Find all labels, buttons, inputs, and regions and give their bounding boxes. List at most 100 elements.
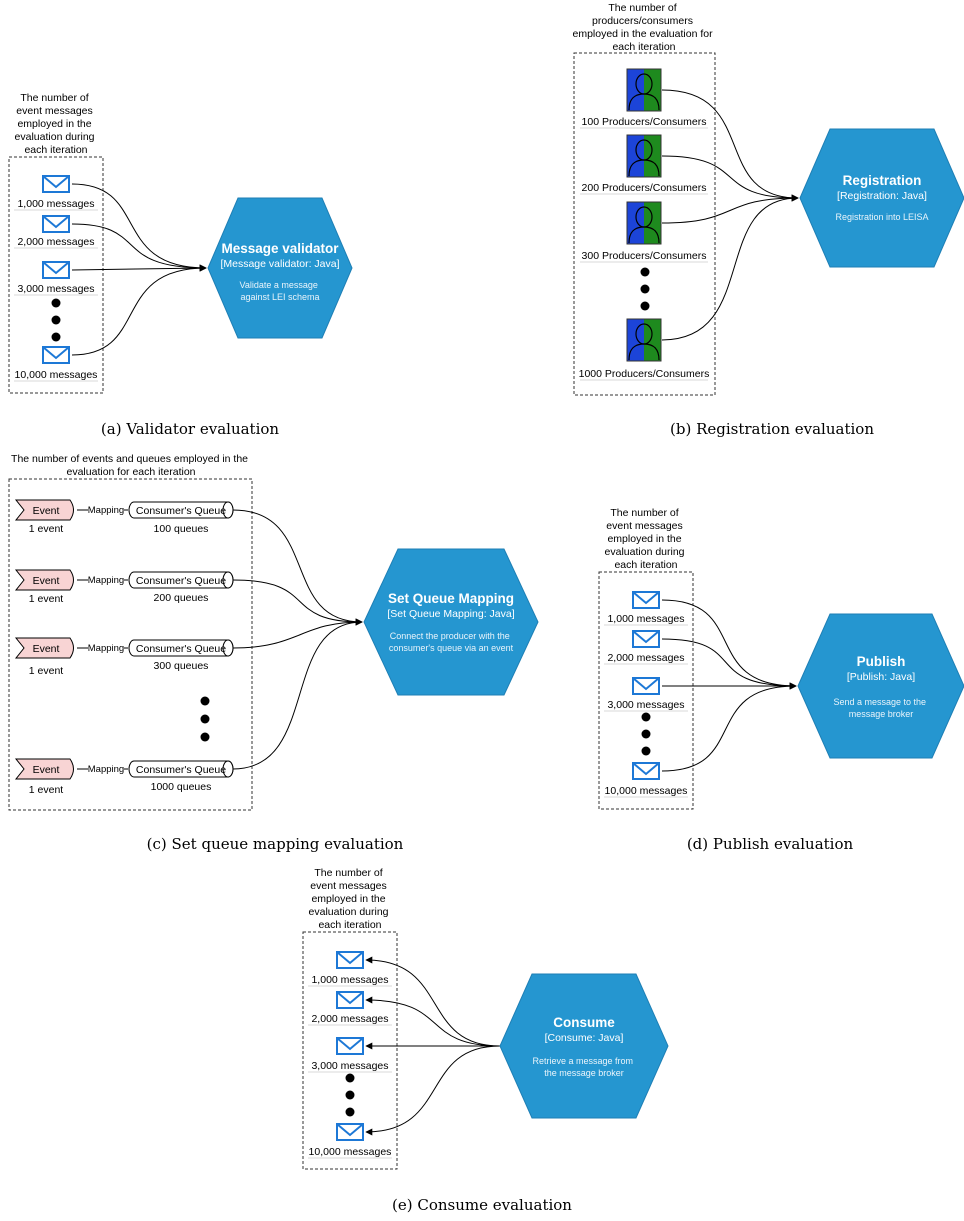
panel-d-annotation: The number of event messages employed in…: [605, 507, 688, 571]
queue-label: Consumer's Queue: [136, 505, 226, 517]
mapping-label: Mapping: [88, 505, 124, 516]
panel-d-item-2: 2,000 messages: [607, 652, 684, 664]
envelope-icon: [632, 677, 660, 695]
envelope-icon: [336, 991, 364, 1009]
ellipsis-dot: [640, 284, 650, 294]
queue-count: 1000 queues: [151, 781, 212, 793]
queue-count: 100 queues: [154, 523, 209, 535]
publish-component: [797, 613, 964, 759]
flow-arrow: [661, 155, 799, 202]
panel-e: The number of event messages employed in…: [302, 867, 669, 1214]
component-description: Validate a message against LEI schema: [240, 280, 321, 302]
consume-component: [499, 973, 669, 1119]
envelope-icon: [42, 261, 70, 279]
event-shape: [14, 569, 74, 591]
panel-a-item-3: 3,000 messages: [17, 283, 94, 295]
ellipsis-dot: [641, 746, 651, 756]
envelope-icon: [336, 1037, 364, 1055]
event-shape: [14, 637, 74, 659]
panel-c-caption: (c) Set queue mapping evaluation: [147, 835, 404, 853]
component-subtitle: [Message validator: Java]: [220, 258, 339, 270]
panel-b-item-3: 300 Producers/Consumers: [582, 250, 707, 262]
component-description: Connect the producer with the consumer's…: [389, 631, 514, 653]
flow-arrow: [232, 509, 363, 626]
ellipsis-dot: [200, 714, 210, 724]
mapping-label: Mapping: [88, 764, 124, 775]
envelope-icon: [632, 630, 660, 648]
component-subtitle: [Publish: Java]: [847, 671, 915, 683]
flow-arrow: [661, 599, 797, 690]
component-description: Registration into LEISA: [835, 212, 928, 222]
panel-d-group-box: [598, 571, 694, 810]
envelope-icon: [42, 346, 70, 364]
event-label: Event: [33, 643, 60, 655]
user-icon: [626, 201, 662, 245]
panel-b-item-1: 100 Producers/Consumers: [582, 116, 707, 128]
component-description: Send a message to the message broker: [833, 697, 928, 719]
flow-arrow: [232, 579, 363, 626]
panel-d: The number of event messages employed in…: [598, 507, 964, 853]
flow-arrow: [661, 638, 797, 690]
panel-a-item-1: 1,000 messages: [17, 198, 94, 210]
flow-arrow: [365, 1045, 501, 1136]
panel-b-item-2: 200 Producers/Consumers: [582, 182, 707, 194]
flow-arrow: [661, 194, 799, 224]
panel-b-group-box: [573, 52, 716, 396]
mapping-label: Mapping: [88, 643, 124, 654]
panel-b-item-4: 1000 Producers/Consumers: [579, 368, 710, 380]
ellipsis-dot: [200, 696, 210, 706]
panel-c: The number of events and queues employed…: [8, 453, 539, 853]
mapping-row: Event Mapping Consumer's Queue 1 event 1…: [14, 499, 234, 535]
envelope-icon: [632, 591, 660, 609]
panel-c-annotation: The number of events and queues employed…: [11, 453, 251, 478]
flow-arrow: [232, 618, 363, 649]
panel-a-item-2: 2,000 messages: [17, 236, 94, 248]
ellipsis-dot: [640, 301, 650, 311]
mapping-label: Mapping: [88, 575, 124, 586]
panel-e-item-3: 3,000 messages: [311, 1060, 388, 1072]
user-icon: [626, 68, 662, 112]
flow-arrow: [365, 996, 501, 1047]
user-icon: [626, 318, 662, 362]
queue-count: 200 queues: [154, 592, 209, 604]
event-label: Event: [33, 764, 60, 776]
envelope-icon: [42, 175, 70, 193]
ellipsis-dot: [200, 732, 210, 742]
event-shape: [14, 758, 74, 780]
mapping-row: Event Mapping Consumer's Queue 1 event 3…: [14, 637, 234, 677]
event-count: 1 event: [29, 593, 64, 605]
panel-e-item-1: 1,000 messages: [311, 974, 388, 986]
component-title: Publish: [857, 654, 906, 669]
panel-b: The number of producers/consumers employ…: [572, 2, 964, 438]
panel-e-annotation: The number of event messages employed in…: [309, 867, 392, 931]
envelope-icon: [632, 762, 660, 780]
flow-arrow: [71, 264, 207, 356]
mapping-row: Event Mapping Consumer's Queue 1 event 2…: [14, 569, 234, 605]
queue-count: 300 queues: [154, 660, 209, 672]
panel-a-annotation: The number of event messages employed in…: [15, 92, 98, 156]
envelope-icon: [336, 951, 364, 969]
panel-d-caption: (d) Publish evaluation: [687, 835, 854, 853]
registration-component: [799, 128, 964, 268]
panel-b-caption: (b) Registration evaluation: [670, 420, 874, 438]
envelope-icon: [42, 215, 70, 233]
event-label: Event: [33, 575, 60, 587]
queue-label: Consumer's Queue: [136, 764, 226, 776]
flow-arrow: [232, 618, 363, 770]
ellipsis-dot: [641, 712, 651, 722]
component-title: Message validator: [221, 241, 339, 256]
component-description: Retrieve a message from the message brok…: [532, 1056, 635, 1078]
component-subtitle: [Set Queue Mapping: Java]: [387, 608, 514, 620]
panel-c-group-box: [8, 478, 253, 811]
panel-e-caption: (e) Consume evaluation: [392, 1196, 572, 1214]
panel-a-caption: (a) Validator evaluation: [101, 420, 280, 438]
flow-arrow: [661, 194, 799, 341]
flow-arrow: [71, 183, 207, 272]
ellipsis-dot: [345, 1090, 355, 1100]
flow-arrow: [71, 264, 207, 272]
component-subtitle: [Consume: Java]: [545, 1032, 624, 1044]
ellipsis-dot: [345, 1073, 355, 1083]
event-shape: [14, 499, 74, 521]
event-count: 1 event: [29, 523, 64, 535]
